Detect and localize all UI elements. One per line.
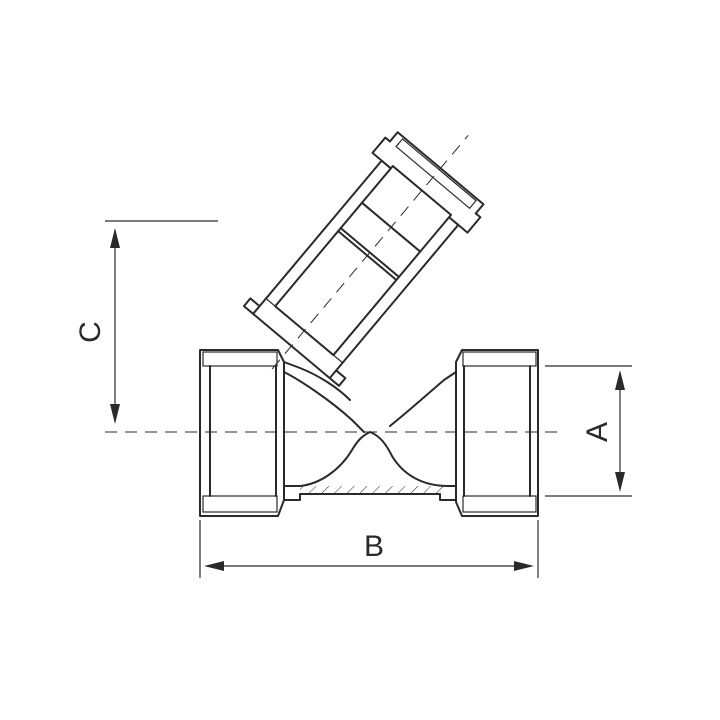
central-body [283,371,457,501]
screen-divider [339,227,400,278]
strainer-housing [242,131,485,387]
dim-a-arrow-top [615,370,625,390]
inlet-curve-top [283,361,351,401]
right-wall-top [462,351,537,367]
dim-b-arrow-right [514,561,534,571]
dimension-b: B [199,520,539,578]
right-wall-bottom [462,495,537,513]
dim-b-arrow-left [204,561,224,571]
dimension-c: C [74,220,218,424]
dim-b-label: B [364,530,384,563]
left-end-connector [199,349,285,517]
valve-body [199,349,539,517]
dim-c-arrow-top [110,228,120,248]
dim-a-label: A [581,422,614,442]
dim-c-arrow-bottom [110,404,120,424]
left-wall-top [202,351,278,367]
end-cap [371,131,485,234]
housing-flange [242,297,347,387]
housing-centerline [271,134,469,370]
bottom-wall [300,486,448,494]
dim-a-arrow-bottom [615,472,625,492]
upper-wall [389,371,457,427]
dimension-a: A [545,365,632,497]
dim-c-label: C [74,321,107,343]
right-end-connector [455,349,539,517]
left-wall-bottom [202,495,278,513]
